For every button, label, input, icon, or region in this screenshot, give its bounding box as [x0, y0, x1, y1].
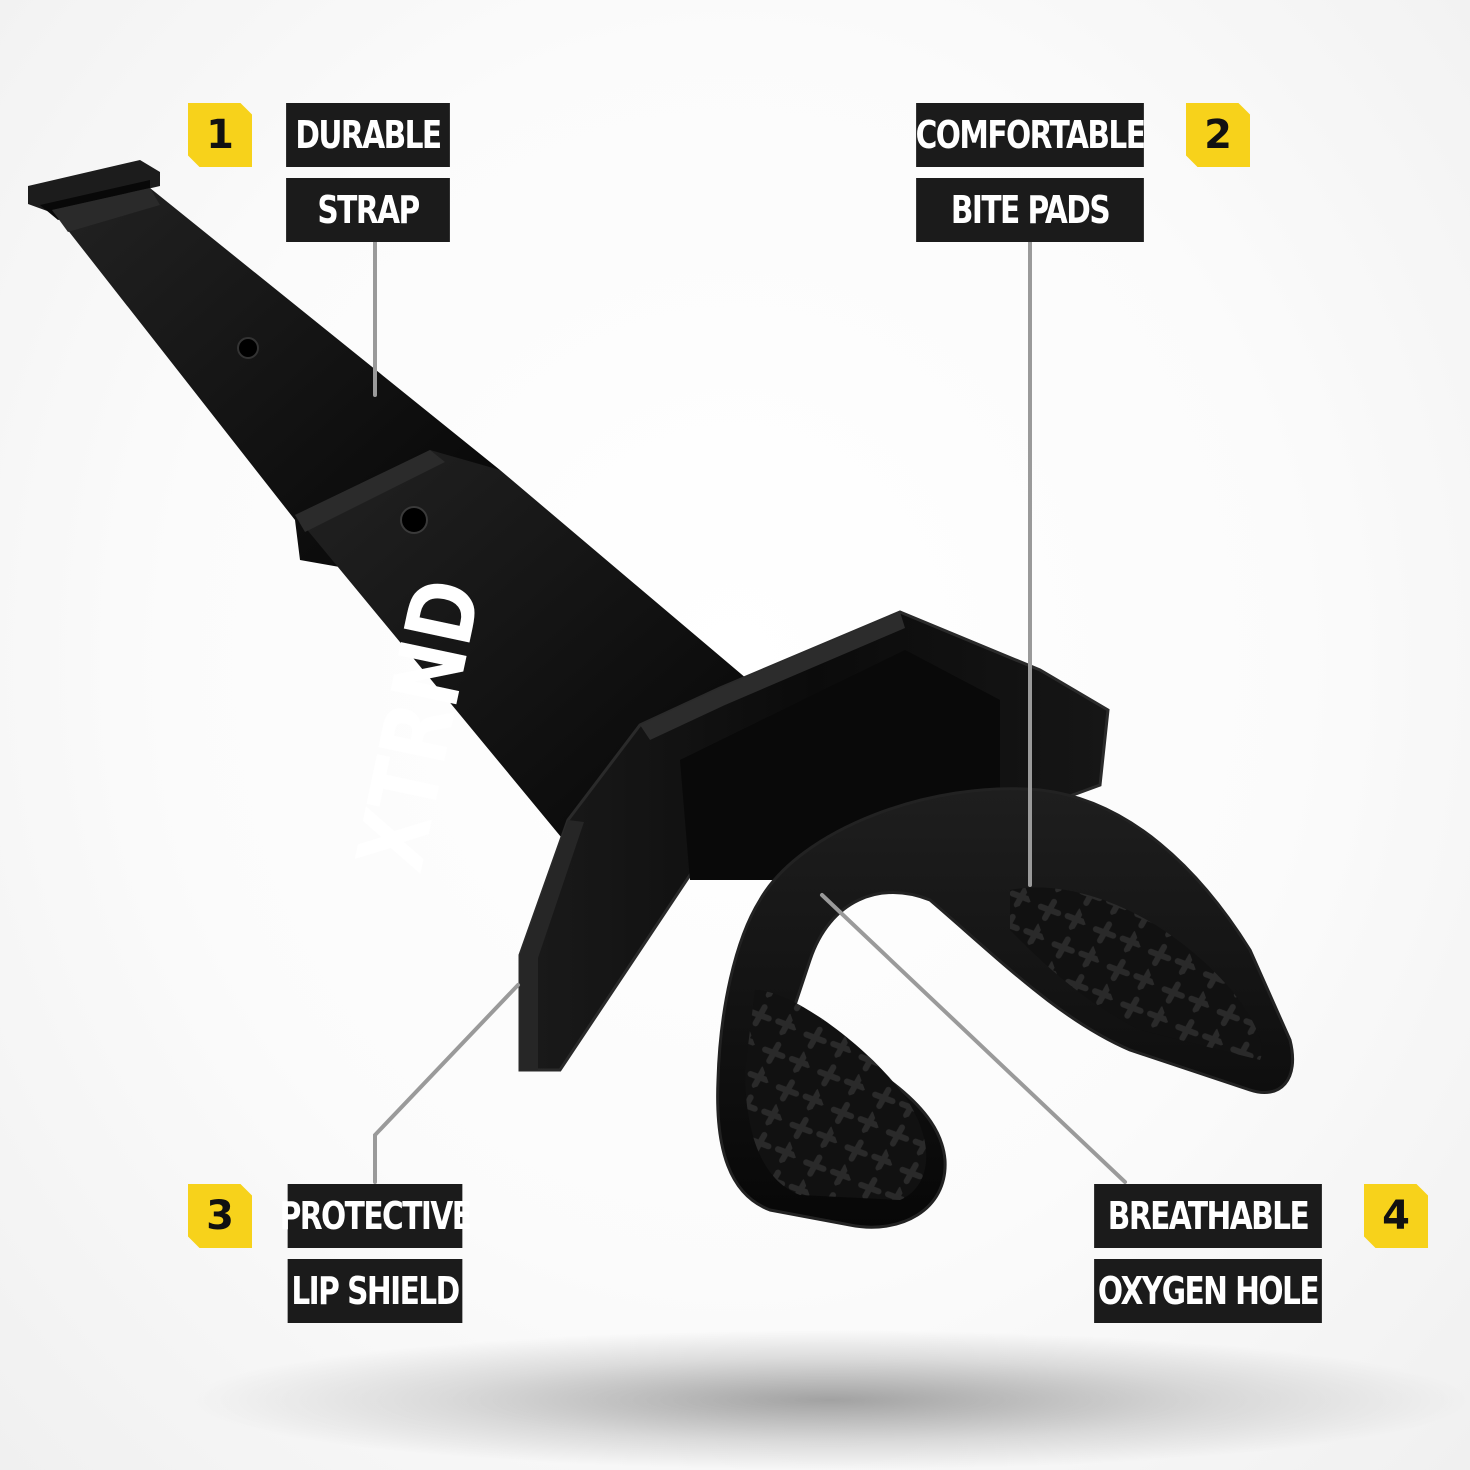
callout-3-line2: LIP SHIELD	[287, 1259, 463, 1323]
callout-1-line2-text: STRAP	[317, 188, 420, 232]
callout-1-line1: DURABLE	[286, 103, 450, 167]
callout-3-line1: PROTECTIVE	[280, 1184, 472, 1248]
callout-4-line2-text: OXYGEN HOLE	[1097, 1269, 1320, 1313]
leader-line-oxygen-hole	[820, 893, 1127, 1184]
callout-2-line2-text: BITE PADS	[950, 188, 1111, 232]
callout-2-line1: COMFORTABLE	[915, 103, 1146, 167]
callout-3-badge: 3	[188, 1184, 252, 1248]
callout-1-line1-text: DURABLE	[295, 113, 442, 157]
callout-2-line2: BITE PADS	[916, 178, 1144, 242]
strap-hole	[237, 337, 259, 359]
callout-4-number: 4	[1382, 1193, 1410, 1239]
callout-2-line1-text: COMFORTABLE	[915, 113, 1146, 157]
strap-end-clip	[28, 160, 160, 212]
callout-4-line1: BREATHABLE	[1094, 1184, 1322, 1248]
callout-1-number: 1	[206, 112, 234, 158]
callout-1-badge: 1	[188, 103, 252, 167]
callout-2-number: 2	[1204, 112, 1232, 158]
callout-4-badge: 4	[1364, 1184, 1428, 1248]
callout-3-number: 3	[206, 1193, 234, 1239]
callout-2-badge: 2	[1186, 103, 1250, 167]
callout-3-line2-text: LIP SHIELD	[291, 1269, 460, 1313]
callout-4-line2: OXYGEN HOLE	[1094, 1259, 1322, 1323]
strap-hole	[400, 506, 428, 534]
leader-line-lip-shield	[373, 983, 520, 1184]
callout-4-line1-text: BREATHABLE	[1107, 1194, 1310, 1238]
floor-shadow	[190, 1330, 1470, 1470]
callout-1-line2: STRAP	[286, 178, 450, 242]
callout-3-line1-text: PROTECTIVE	[279, 1194, 472, 1238]
